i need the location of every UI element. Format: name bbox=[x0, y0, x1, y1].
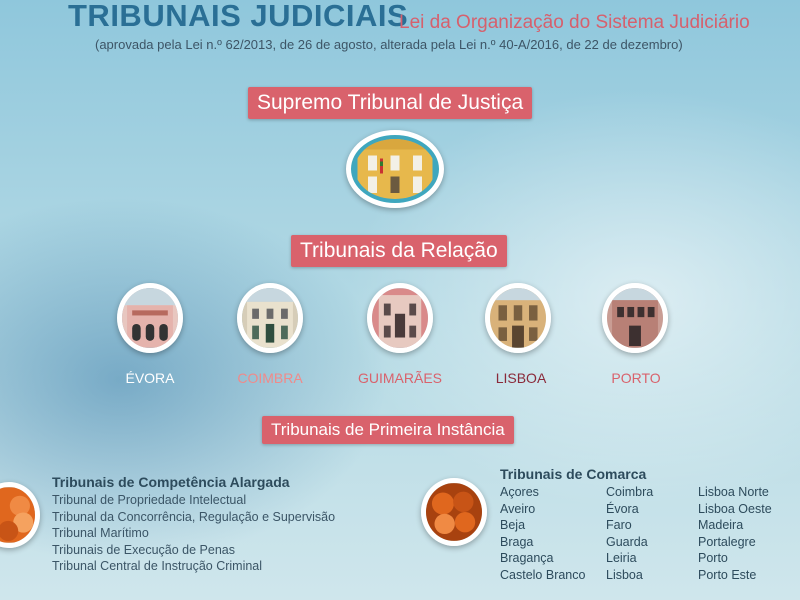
supremo-building-image[interactable] bbox=[346, 130, 444, 208]
list-item[interactable]: Castelo Branco bbox=[500, 567, 586, 582]
supremo-heading[interactable]: Supremo Tribunal de Justiça bbox=[248, 87, 533, 119]
comarca-title[interactable]: Tribunais de Comarca bbox=[500, 466, 647, 482]
list-item[interactable]: Madeira bbox=[698, 518, 744, 532]
list-item[interactable]: Braga bbox=[500, 534, 534, 549]
page-subtitle: Lei da Organização do Sistema Judiciário bbox=[399, 12, 750, 33]
comarca-column-3: Lisboa Norte Lisboa Oeste Madeira Portal… bbox=[698, 484, 772, 583]
list-item[interactable]: Beja bbox=[500, 518, 526, 532]
list-item[interactable]: Tribunal da Concorrência, Regulação e Su… bbox=[52, 509, 336, 524]
relacao-heading[interactable]: Tribunais da Relação bbox=[291, 235, 507, 267]
list-item[interactable]: Porto Este bbox=[698, 567, 757, 582]
list-item[interactable]: Tribunal Central de Instrução Criminal bbox=[52, 559, 263, 573]
list-item[interactable]: Lisboa Oeste bbox=[698, 501, 772, 516]
list-item[interactable]: Tribunal de Propriedade Intelectual bbox=[52, 493, 247, 507]
lisboa-building-image[interactable] bbox=[485, 283, 551, 353]
court-porto[interactable]: PORTO bbox=[611, 370, 661, 386]
court-coimbra[interactable]: COIMBRA bbox=[237, 370, 303, 386]
list-item[interactable]: Tribunal Marítimo bbox=[52, 526, 149, 540]
guimaraes-building-image[interactable] bbox=[367, 283, 433, 353]
competencia-alargada-icon bbox=[0, 482, 40, 548]
list-item[interactable]: Lisboa bbox=[606, 567, 643, 582]
coimbra-building-image[interactable] bbox=[237, 283, 303, 353]
competencia-alargada-title[interactable]: Tribunais de Competência Alargada bbox=[52, 474, 290, 490]
list-item[interactable]: Lisboa Norte bbox=[698, 485, 769, 499]
list-item[interactable]: Tribunais de Execução de Penas bbox=[52, 542, 235, 557]
list-item[interactable]: Portalegre bbox=[698, 534, 756, 549]
list-item[interactable]: Coimbra bbox=[606, 485, 654, 499]
list-item[interactable]: Faro bbox=[606, 518, 632, 532]
comarca-column-2: Coimbra Évora Faro Guarda Leiria Lisboa bbox=[606, 484, 653, 583]
list-item[interactable]: Açores bbox=[500, 485, 539, 499]
primeira-instancia-heading[interactable]: Tribunais de Primeira Instância bbox=[262, 416, 514, 444]
court-evora[interactable]: ÉVORA bbox=[125, 370, 175, 386]
list-item[interactable]: Leiria bbox=[606, 551, 637, 565]
list-item[interactable]: Aveiro bbox=[500, 501, 536, 516]
comarca-icon bbox=[421, 478, 487, 546]
porto-building-image[interactable] bbox=[602, 283, 668, 353]
list-item[interactable]: Guarda bbox=[606, 534, 648, 549]
list-item[interactable]: Évora bbox=[606, 501, 639, 516]
court-guimaraes[interactable]: GUIMARÃES bbox=[357, 370, 442, 386]
competencia-alargada-list: Tribunal de Propriedade Intelectual Trib… bbox=[52, 492, 335, 575]
evora-building-image[interactable] bbox=[117, 283, 183, 353]
comarca-column-1: Açores Aveiro Beja Braga Bragança Castel… bbox=[500, 484, 585, 583]
court-lisboa[interactable]: LISBOA bbox=[495, 370, 547, 386]
page-title: TRIBUNAIS JUDICIAIS bbox=[68, 0, 409, 33]
list-item[interactable]: Porto bbox=[698, 551, 728, 565]
law-note: (aprovada pela Lei n.º 62/2013, de 26 de… bbox=[95, 37, 683, 52]
list-item[interactable]: Bragança bbox=[500, 551, 554, 565]
